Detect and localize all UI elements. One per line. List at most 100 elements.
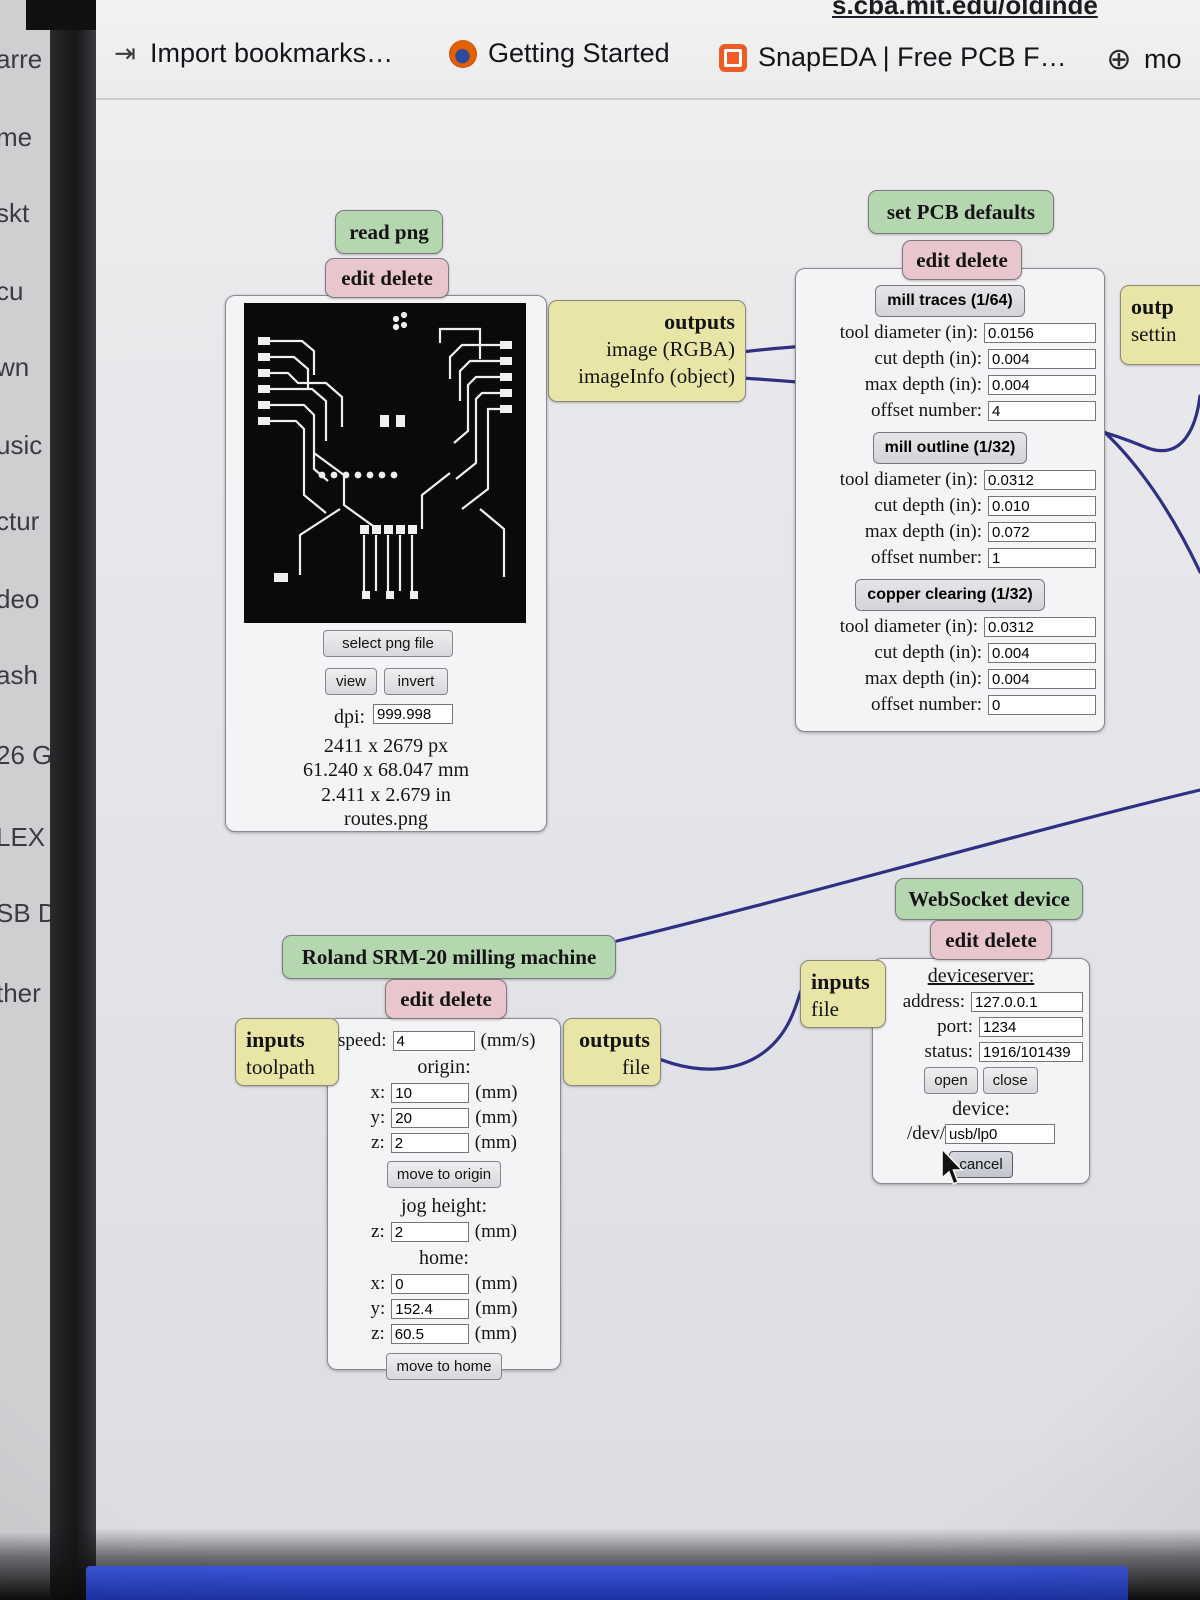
cut-depth-input[interactable] [988, 496, 1096, 516]
sidebar-item[interactable]: LEX [0, 822, 46, 852]
offset-number-input[interactable] [988, 401, 1096, 421]
bookmark-getting-started[interactable]: Getting Started [448, 38, 670, 69]
z-label: z: [371, 1221, 385, 1242]
edit-delete-label: edit delete [916, 247, 1008, 272]
dpi-input[interactable] [373, 704, 453, 724]
mill-outline-header-button[interactable]: mill outline (1/32) [872, 432, 1028, 464]
field-label: offset number: [871, 547, 982, 568]
jog-z-input[interactable] [390, 1222, 469, 1242]
origin-y-input[interactable] [391, 1108, 470, 1128]
status-input[interactable] [979, 1042, 1083, 1062]
cancel-button[interactable]: cancel [949, 1151, 1013, 1178]
mm-unit: (mm) [474, 1132, 517, 1153]
view-button[interactable]: view [325, 668, 377, 695]
import-icon: ⇥ [114, 38, 136, 68]
origin-header: origin: [417, 1056, 471, 1078]
edit-delete-label: edit delete [400, 986, 492, 1011]
select-png-file-button[interactable]: select png file [323, 630, 453, 657]
open-button[interactable]: open [924, 1067, 978, 1094]
output-imageinfo[interactable]: imageInfo (object) [578, 364, 735, 389]
cut-depth-input[interactable] [988, 643, 1096, 663]
move-to-home-button[interactable]: move to home [386, 1353, 502, 1380]
offset-number-input[interactable] [988, 548, 1096, 568]
field-label: max depth (in): [864, 668, 982, 689]
node-title-set-pcb-defaults[interactable]: set PCB defaults [868, 190, 1054, 234]
speed-unit: (mm/s) [480, 1030, 536, 1051]
mm-unit: (mm) [474, 1323, 517, 1344]
y-label: y: [370, 1298, 386, 1319]
move-to-origin-button[interactable]: move to origin [386, 1161, 502, 1188]
set-pcb-edit-delete[interactable]: edit delete [902, 240, 1022, 280]
sidebar-item[interactable]: 26 G [0, 740, 53, 770]
node-title-websocket-device[interactable]: WebSocket device [895, 878, 1083, 920]
origin-x-input[interactable] [391, 1083, 470, 1103]
sidebar-item[interactable]: deo [0, 584, 40, 614]
jog-height-header: jog height: [400, 1195, 488, 1217]
speed-input[interactable] [392, 1031, 475, 1051]
websocket-edit-delete[interactable]: edit delete [930, 920, 1052, 960]
input-file[interactable]: file [811, 997, 839, 1022]
sidebar-item[interactable]: me [0, 122, 33, 152]
output-settings-port-partial[interactable]: outp settin [1120, 285, 1200, 365]
set-pcb-defaults-module: mill traces (1/64) tool diameter (in): c… [795, 268, 1105, 732]
field-label: tool diameter (in): [839, 469, 978, 490]
max-depth-input[interactable] [988, 522, 1096, 542]
max-depth-input[interactable] [988, 669, 1096, 689]
node-title-read-png[interactable]: read png [335, 210, 443, 254]
image-size-px: 2411 x 2679 px [323, 735, 449, 757]
address-input[interactable] [971, 992, 1083, 1012]
home-y-input[interactable] [391, 1299, 470, 1319]
output-file[interactable]: file [622, 1055, 650, 1080]
bookmark-snapeda[interactable]: SnapEDA | Free PCB F… [718, 42, 1067, 73]
roland-inputs-port[interactable]: inputs toolpath [235, 1018, 339, 1086]
roland-outputs-port[interactable]: outputs file [563, 1018, 661, 1086]
dpi-label: dpi: [334, 706, 366, 728]
websocket-module: deviceserver: address: port: status: ope… [872, 958, 1090, 1184]
home-x-input[interactable] [391, 1274, 470, 1294]
outputs-title: outputs [664, 309, 735, 334]
sidebar-item[interactable]: ctur [0, 506, 40, 536]
sidebar-item[interactable]: arre [0, 44, 43, 74]
input-toolpath[interactable]: toolpath [246, 1055, 315, 1080]
max-depth-input[interactable] [988, 375, 1096, 395]
copper-clearing-header-button[interactable]: copper clearing (1/32) [855, 579, 1045, 611]
read-png-outputs-port[interactable]: outputs image (RGBA) imageInfo (object) [548, 300, 746, 402]
home-z-input[interactable] [390, 1324, 469, 1344]
sidebar-item[interactable]: cu [0, 276, 24, 306]
x-label: x: [370, 1273, 386, 1294]
websocket-inputs-port[interactable]: inputs file [800, 960, 886, 1028]
bookmark-more[interactable]: ⊕ mo [1104, 43, 1181, 76]
offset-number-input[interactable] [988, 695, 1096, 715]
tool-diameter-input[interactable] [984, 470, 1096, 490]
file-manager-sidebar: arre me skt cu wn usic ctur deo ash 26 G… [0, 0, 57, 1530]
address-bar-url[interactable]: s.cba.mit.edu/oldinde [832, 0, 1098, 20]
origin-z-input[interactable] [390, 1133, 469, 1153]
sidebar-item[interactable]: usic [0, 430, 43, 460]
speed-label: speed: [338, 1030, 387, 1051]
bookmarks-bar: s.cba.mit.edu/oldinde ⇥ Import bookmarks… [96, 0, 1200, 100]
tool-diameter-input[interactable] [984, 617, 1096, 637]
port-input[interactable] [979, 1017, 1083, 1037]
output-image[interactable]: image (RGBA) [606, 337, 735, 362]
node-title-label: set PCB defaults [886, 199, 1036, 224]
roland-edit-delete[interactable]: edit delete [385, 979, 507, 1019]
window-corner [26, 0, 96, 30]
sidebar-item[interactable]: ash [0, 660, 38, 690]
node-title-roland-srm20[interactable]: Roland SRM-20 milling machine [282, 935, 616, 979]
sidebar-item[interactable]: ther [0, 978, 41, 1008]
invert-button[interactable]: invert [384, 668, 448, 695]
inputs-title: inputs [246, 1027, 305, 1052]
device-input[interactable] [945, 1124, 1055, 1144]
sidebar-item[interactable]: skt [0, 198, 30, 228]
read-png-edit-delete[interactable]: edit delete [325, 258, 449, 298]
close-button[interactable]: close [982, 1067, 1038, 1094]
outputs-title: outputs [579, 1027, 650, 1052]
mill-traces-header-button[interactable]: mill traces (1/64) [875, 285, 1025, 317]
bookmark-import[interactable]: ⇥ Import bookmarks… [110, 38, 393, 69]
sidebar-item[interactable]: wn [0, 352, 30, 382]
cut-depth-input[interactable] [988, 349, 1096, 369]
bookmark-label: SnapEDA | Free PCB F… [758, 42, 1067, 72]
sidebar-item[interactable]: SB D [0, 898, 57, 928]
tool-diameter-input[interactable] [984, 323, 1096, 343]
